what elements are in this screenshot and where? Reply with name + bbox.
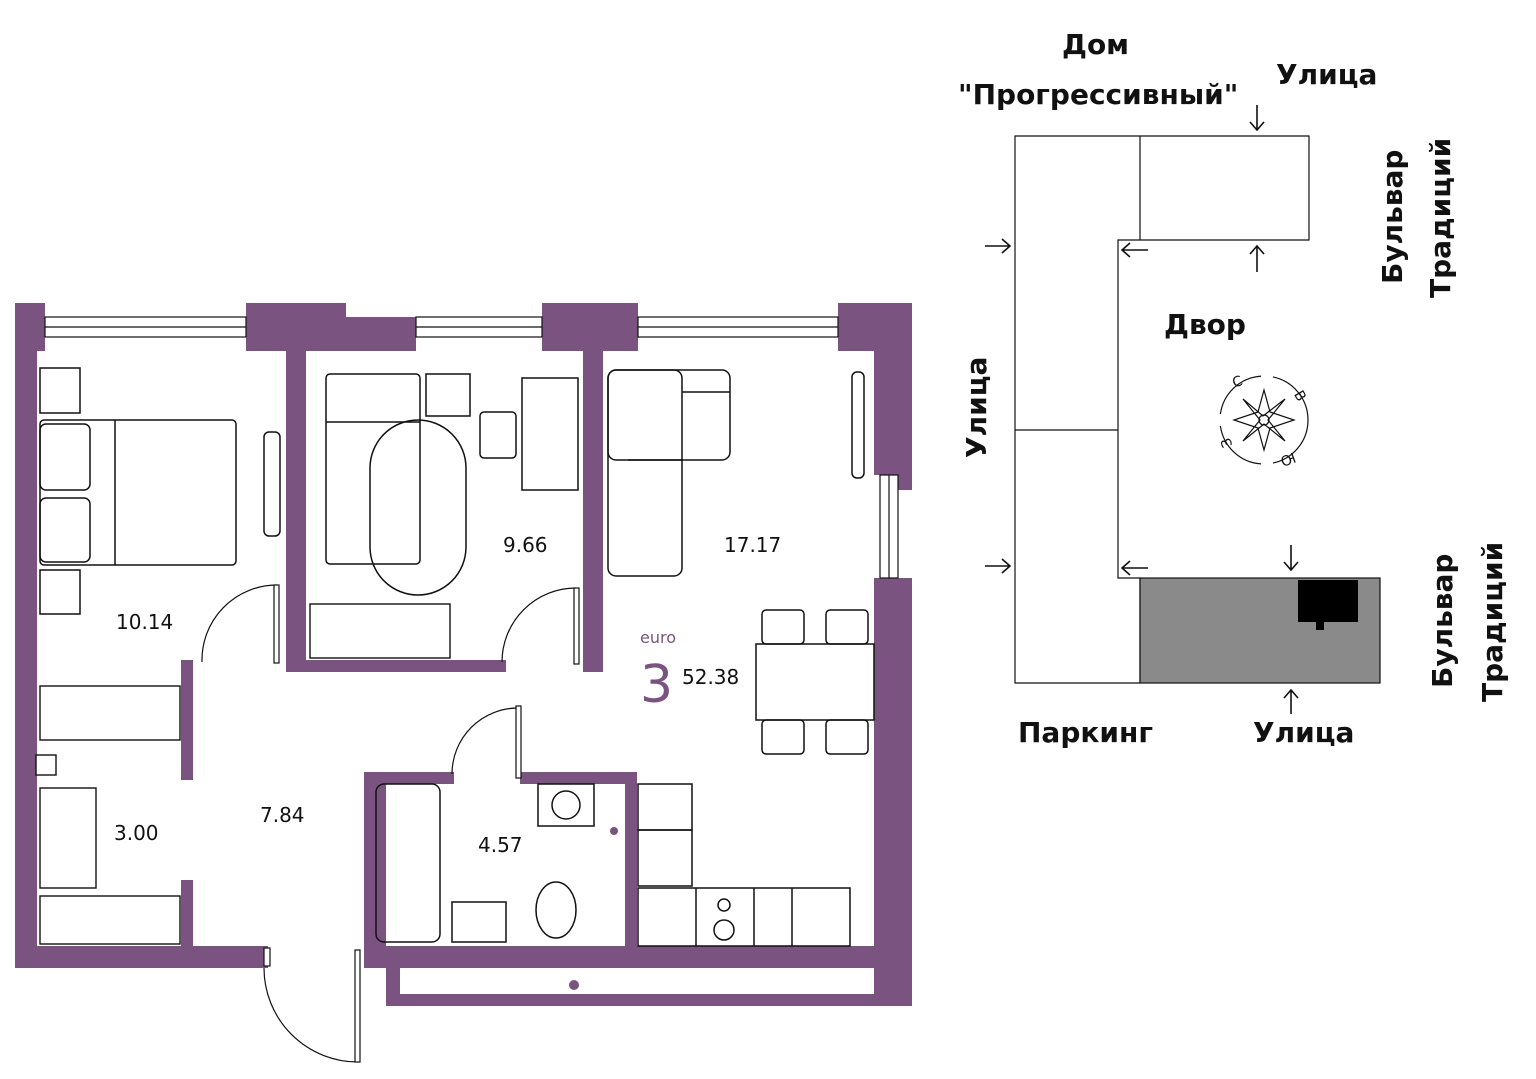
compass-east: В — [1290, 388, 1309, 404]
map-boulevard-bottom-line2: Традиций — [1476, 542, 1509, 702]
living-room-furniture — [607, 369, 875, 755]
bathroom-fixtures — [375, 783, 618, 943]
map-boulevard-right-line2: Традиций — [1424, 138, 1457, 298]
floor-plan: 10.14 9.66 17.17 3.00 7.84 4.57 euro 3 5… — [15, 303, 912, 1063]
map-building-name-line2: "Прогрессивный" — [958, 78, 1238, 111]
map-street-left: Улица — [960, 357, 993, 458]
map-courtyard: Двор — [1164, 308, 1246, 341]
map-buildings — [1014, 135, 1310, 684]
room-labels: 10.14 9.66 17.17 3.00 7.84 4.57 — [114, 533, 781, 857]
room-area-bedroom-2: 9.66 — [503, 533, 548, 557]
map-arrows — [985, 105, 1299, 714]
apartment-type-label: euro — [640, 628, 676, 647]
map-street-bottom: Улица — [1253, 716, 1354, 749]
compass-south: Ю — [1278, 449, 1298, 469]
apartment-badge: euro 3 52.38 — [640, 628, 739, 715]
doors — [201, 584, 580, 1063]
room-area-hall: 7.84 — [260, 803, 305, 827]
apartment-total-area: 52.38 — [682, 665, 739, 689]
bed-double-left — [39, 367, 281, 615]
map-building-name-line1: Дом — [1062, 28, 1129, 61]
map-street-top: Улица — [1276, 58, 1377, 91]
map-boulevard-right-line1: Бульвар — [1376, 150, 1409, 284]
bed-single-with-rug — [325, 373, 579, 596]
kitchen — [569, 783, 851, 990]
map-parking: Паркинг — [1018, 716, 1153, 749]
compass-west: З — [1218, 436, 1236, 450]
room-area-bedroom-1: 10.14 — [116, 610, 173, 634]
exterior-walls — [15, 303, 912, 1006]
radiators — [35, 603, 451, 945]
windows — [44, 316, 899, 579]
site-map: С В Ю З Дом "Прогрессивный" Улица Двор У… — [958, 28, 1509, 749]
compass-rose-icon: С В Ю З — [1218, 373, 1309, 469]
apartment-rooms-count: 3 — [640, 655, 673, 715]
room-area-living: 17.17 — [724, 533, 781, 557]
room-area-bathroom: 4.57 — [478, 833, 523, 857]
room-area-storage: 3.00 — [114, 821, 159, 845]
map-boulevard-bottom-line1: Бульвар — [1426, 554, 1459, 688]
map-apartment-marker — [1298, 580, 1358, 630]
